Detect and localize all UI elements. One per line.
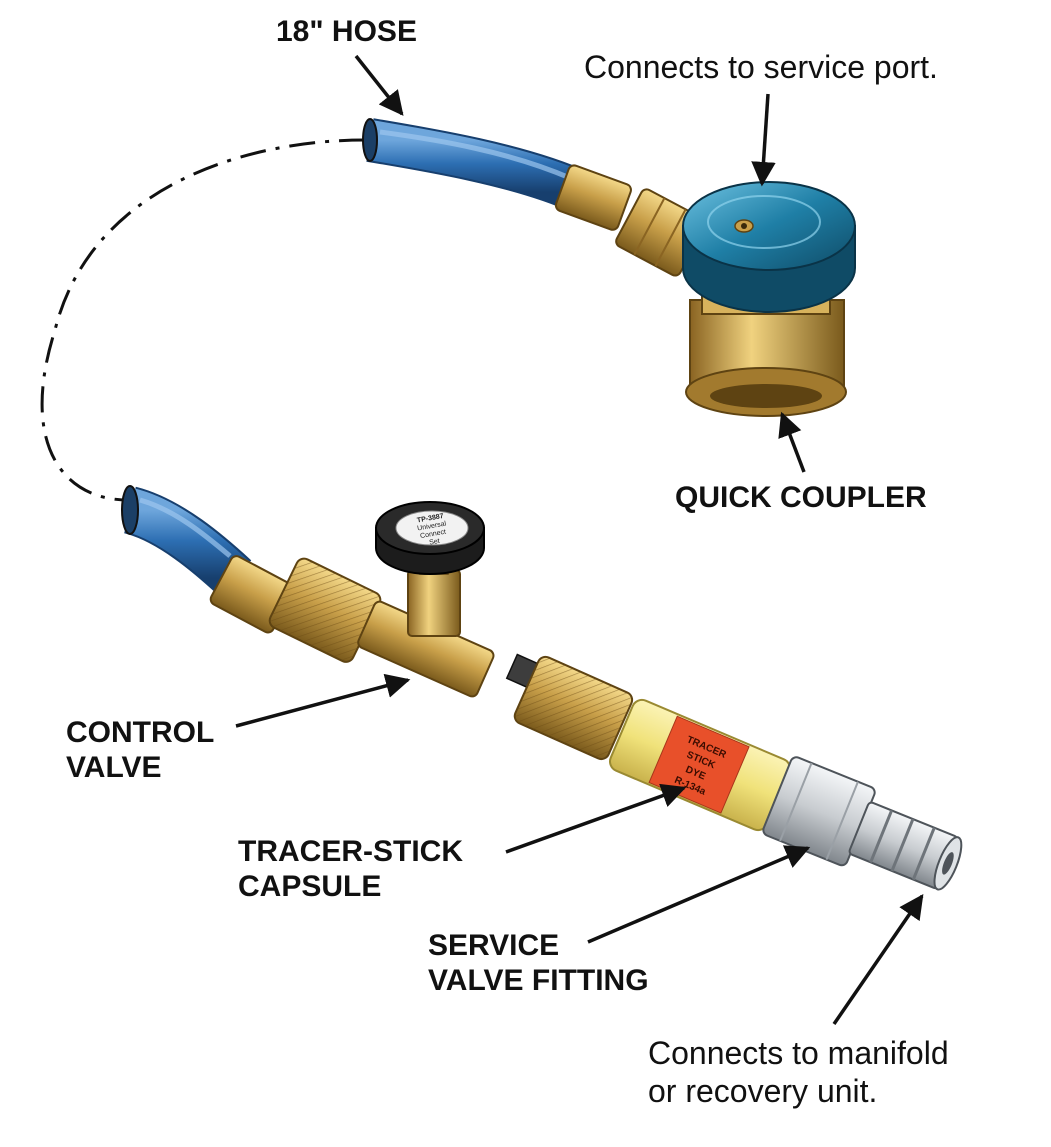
label-tracer-stick-capsule: TRACER-STICK CAPSULE bbox=[238, 834, 463, 904]
arrow-hose bbox=[354, 54, 404, 116]
knob-label-line: Set bbox=[429, 538, 441, 547]
arrow-tracer-capsule bbox=[505, 783, 687, 854]
knob-label-line: Connect bbox=[420, 529, 447, 540]
label-control-valve: CONTROL VALVE bbox=[66, 715, 214, 785]
tracer-stick-capsule-illustration: TRACER STICK DYE R-134a bbox=[609, 698, 791, 832]
label-manifold-line-2: or recovery unit. bbox=[648, 1073, 878, 1109]
label-hose: 18" HOSE bbox=[276, 15, 417, 48]
arrow-service-port bbox=[751, 93, 776, 187]
label-manifold: Connects to manifold or recovery unit. bbox=[648, 1034, 949, 1110]
label-tracer-line-1: TRACER-STICK bbox=[238, 835, 463, 868]
label-manifold-line-1: Connects to manifold bbox=[648, 1035, 949, 1071]
control-valve-knob: TP-3887 Universal Connect Set bbox=[375, 501, 485, 575]
upper-hose bbox=[362, 118, 590, 213]
quick-coupler-illustration bbox=[682, 181, 856, 417]
callout-arrows bbox=[235, 54, 924, 1025]
hose-continuation-dashed-line bbox=[40, 138, 366, 502]
label-quick-coupler: QUICK COUPLER bbox=[675, 481, 927, 514]
arrow-control-valve bbox=[235, 673, 411, 728]
label-service-fitting-line-1: SERVICE bbox=[428, 929, 560, 962]
arrow-quick-coupler bbox=[778, 411, 806, 473]
label-control-valve-line-2: VALVE bbox=[66, 751, 162, 784]
knob-label-line: TP-3887 bbox=[417, 513, 445, 525]
label-service-port: Connects to service port. bbox=[584, 49, 938, 85]
label-service-valve-fitting: SERVICE VALVE FITTING bbox=[428, 928, 649, 998]
label-tracer-line-2: CAPSULE bbox=[238, 870, 382, 903]
service-valve-fitting-illustration bbox=[762, 756, 963, 891]
label-service-fitting-line-2: VALVE FITTING bbox=[428, 964, 649, 997]
lower-hose bbox=[121, 485, 252, 596]
arrow-manifold bbox=[832, 893, 924, 1025]
arrow-service-valve-fitting bbox=[587, 845, 811, 944]
capsule-coupling-nut bbox=[505, 653, 634, 761]
label-control-valve-line-1: CONTROL bbox=[66, 716, 215, 749]
